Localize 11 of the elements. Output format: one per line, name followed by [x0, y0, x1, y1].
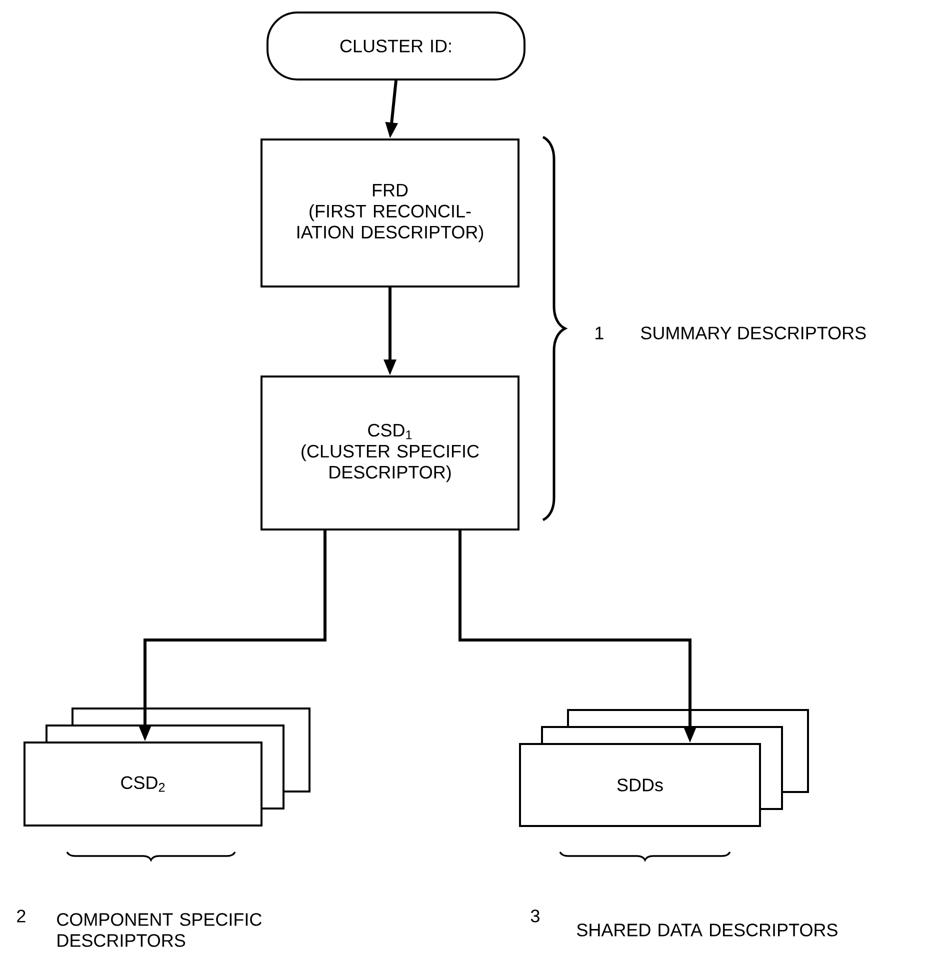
callout-number: 3	[530, 910, 540, 922]
group-label: COMPONENT SPECIFIC DESCRIPTORS	[57, 913, 262, 947]
callout-number: 1	[596, 326, 604, 340]
stacked-box: CSD$_{2}$	[24, 708, 310, 826]
group-label: SUMMARY DESCRIPTORS	[641, 326, 866, 340]
process-box: FRD (FIRST RECONCIL- IATION DESCRIPTOR)	[260, 138, 520, 288]
terminal-box: CLUSTER ID:	[266, 12, 526, 80]
group-label: SHARED DATA DESCRIPTORS	[577, 924, 838, 936]
callout-number: 2	[17, 910, 26, 922]
stacked-box: SDDs	[519, 709, 809, 827]
process-box: CSD$_{1}$ (CLUSTER SPECIFIC DESCRIPTOR)	[260, 376, 520, 530]
